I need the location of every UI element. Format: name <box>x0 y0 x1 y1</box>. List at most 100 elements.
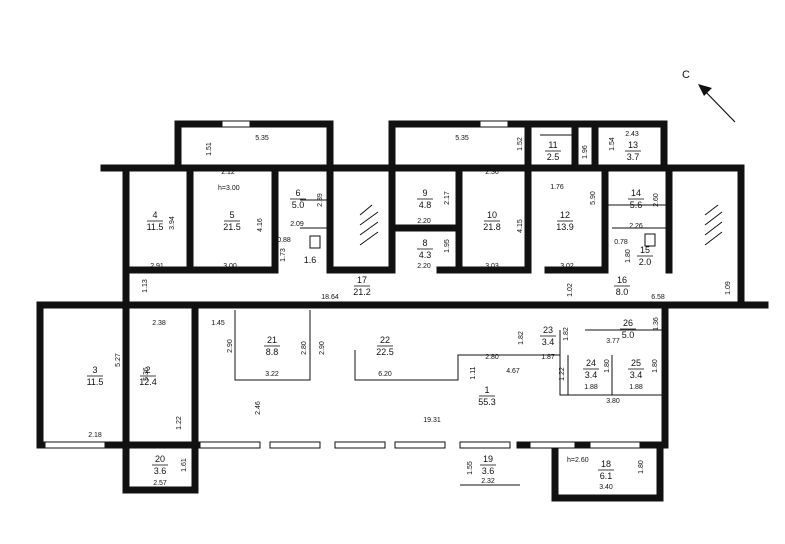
dimension-label: 2.18 <box>88 432 102 439</box>
room-label-6: 65.0 <box>290 188 306 210</box>
room-area: 21.2 <box>353 287 371 297</box>
dimension-label: 1.45 <box>211 320 225 327</box>
room-area: 4.3 <box>419 250 432 260</box>
compass: С <box>682 69 736 123</box>
dimension-label: 1.88 <box>629 384 643 391</box>
room-label-17: 17 21.2 <box>353 275 371 297</box>
room-number: 16 <box>617 275 627 285</box>
room-area: 6.1 <box>600 471 613 481</box>
dimension-label: 1.87 <box>541 354 555 361</box>
room-number: 5 <box>229 210 234 220</box>
dimension-label: 1.80 <box>604 359 611 373</box>
room-number: 3 <box>92 365 97 375</box>
dimension-label: 2.60 <box>653 193 660 207</box>
dimension-label: 0.78 <box>614 239 628 246</box>
room-area: 4.8 <box>419 200 432 210</box>
room-area: 2.5 <box>547 152 560 162</box>
room-label-7: 1.6 <box>304 255 317 265</box>
dimension-label: 1.80 <box>652 359 659 373</box>
dimension-label: 2.12 <box>221 169 235 176</box>
room-label-5: 521.5 <box>223 210 241 232</box>
room-label-21: 218.8 <box>264 335 280 357</box>
room-label-1: 155.3 <box>478 385 496 407</box>
room-label-15: 152.0 <box>637 245 653 267</box>
dimension-label: 4.16 <box>257 218 264 232</box>
partitions <box>234 134 669 486</box>
dimension-label: 1.55 <box>467 461 474 475</box>
dimension-label: 2.90 <box>319 341 326 355</box>
room-label-20: 203.6 <box>152 454 168 476</box>
room-number: 10 <box>487 210 497 220</box>
room-label-3: 311.5 <box>87 365 104 387</box>
room-number: 15 <box>640 245 650 255</box>
dimension-label: 5.35 <box>455 135 469 142</box>
room-label-8: 84.3 <box>417 238 433 260</box>
dimension-label: 3.03 <box>485 263 499 270</box>
room-area: 5.6 <box>630 200 643 210</box>
room-area: 5.0 <box>292 200 305 210</box>
room-label-19: 193.6 <box>480 454 496 476</box>
dimension-label: 3.40 <box>599 484 613 491</box>
dimension-label: 1.88 <box>584 384 598 391</box>
dimension-label: 1.22 <box>176 416 183 430</box>
room-area: 2.0 <box>639 257 652 267</box>
dimension-label: 2.26 <box>629 223 643 230</box>
dimension-label: 1.11 <box>470 366 477 379</box>
dimension-label: 2.20 <box>417 218 431 225</box>
room-label-16: 168.0 <box>614 275 630 297</box>
room-number: 24 <box>586 358 596 368</box>
room-number: 26 <box>623 318 633 328</box>
dimension-label: 1.82 <box>563 327 570 341</box>
room-labels: 155.3 212.4 311.5 411.5 521.5 65.0 1.6 8… <box>87 140 653 481</box>
room-number: 19 <box>483 454 493 464</box>
room-number: 1 <box>484 385 489 395</box>
room-number: 25 <box>631 358 641 368</box>
stairs-right <box>704 204 723 246</box>
dimension-label: 0.88 <box>277 237 291 244</box>
dimension-label: 2.80 <box>485 354 499 361</box>
dimension-label: 2.39 <box>317 193 324 207</box>
room-number: 20 <box>155 454 165 464</box>
room-number: 22 <box>380 335 390 345</box>
room-area: 3.6 <box>482 466 495 476</box>
room-number: 18 <box>601 459 611 469</box>
dimension-label: 1.54 <box>609 137 616 151</box>
dimension-label: 2.46 <box>255 401 262 415</box>
dimension-label: 5.35 <box>255 135 269 142</box>
room-label-25: 253.4 <box>628 358 644 380</box>
room-number: 17 <box>357 275 367 285</box>
dimension-label: 3.02 <box>560 263 574 270</box>
dimension-label: 19.31 <box>423 417 441 424</box>
ceiling-height-note: h=2.60 <box>567 457 589 464</box>
room-number: 11 <box>548 140 557 150</box>
room-area: 3.7 <box>627 152 640 162</box>
dimension-label: 3.00 <box>223 263 237 270</box>
dimension-label: 1.73 <box>280 248 287 262</box>
room-number: 23 <box>543 325 553 335</box>
dimension-label: 1.02 <box>567 283 574 297</box>
dimension-label: 1.09 <box>725 281 732 295</box>
room-number: 6 <box>295 188 300 198</box>
dimension-labels: 5.35 1.51 2.12 5.35 1.52 2.36 1.96 1.54 … <box>88 131 732 491</box>
room-label-18: 186.1 <box>598 459 614 481</box>
room-area: 8.8 <box>266 347 279 357</box>
toilet-icon <box>309 235 321 249</box>
dimension-label: 6.20 <box>378 371 392 378</box>
room-label-22: 22 22.5 <box>376 335 394 357</box>
dimension-label: 4.67 <box>506 368 520 375</box>
dimension-label: 4.15 <box>517 219 524 233</box>
dimension-label: 5.36 <box>143 367 150 381</box>
dimension-label: 2.90 <box>227 339 234 353</box>
room-area: 8.0 <box>616 287 629 297</box>
compass-letter: С <box>682 69 690 81</box>
room-area: 22.5 <box>376 347 394 357</box>
dimension-label: 3.94 <box>169 216 176 230</box>
dimension-label: 18.64 <box>321 294 339 301</box>
room-label-2: 212.4 <box>139 365 157 387</box>
room-area: 55.3 <box>478 397 496 407</box>
dimension-label: 6.58 <box>651 294 665 301</box>
room-label-11: 112.5 <box>545 140 561 162</box>
